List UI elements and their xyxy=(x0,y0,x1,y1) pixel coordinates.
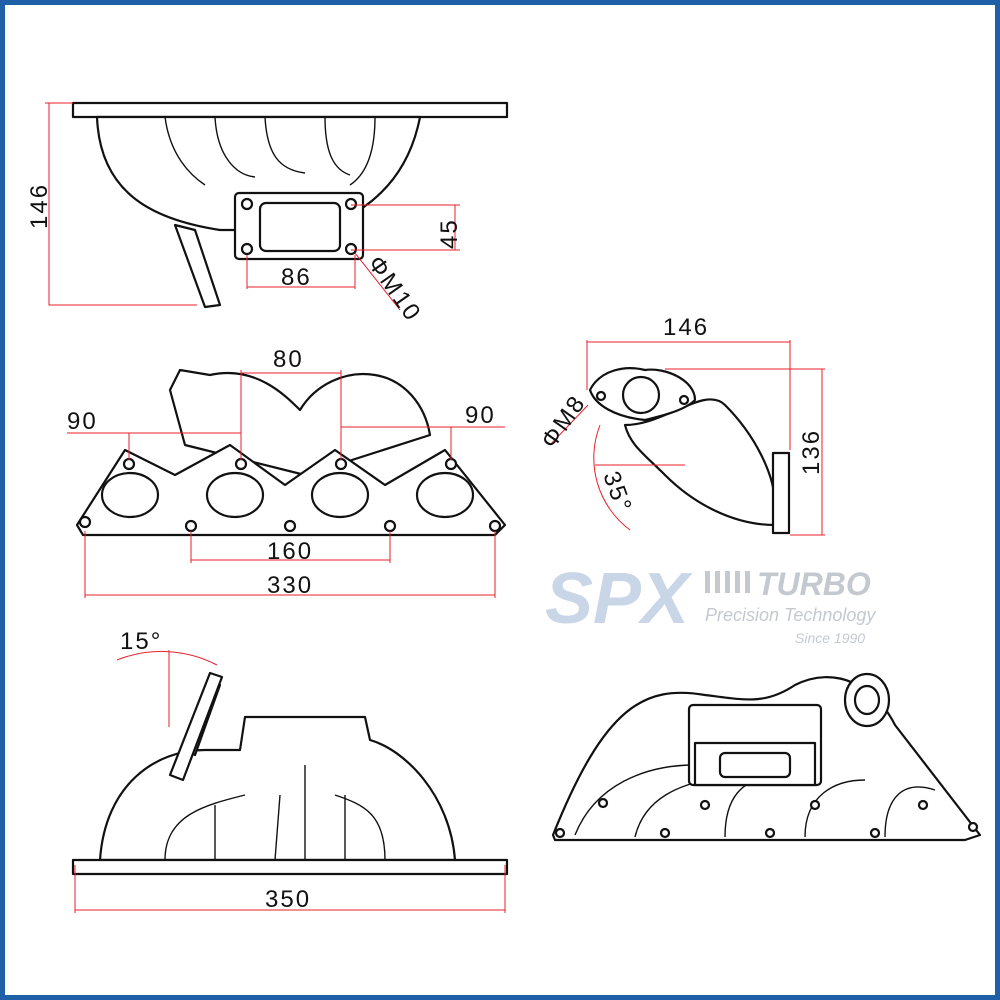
front-center-spacing-label: 80 xyxy=(273,346,304,373)
top-flange-width-label: 86 xyxy=(281,264,312,291)
top-view: 146 45 86 ΦM10 xyxy=(26,101,509,327)
watermark-stripes-icon xyxy=(705,571,750,593)
side-view: 146 136 ΦM8 35° xyxy=(536,314,825,536)
top-height-label: 146 xyxy=(26,183,53,229)
front-bolt-spacing-label: 160 xyxy=(267,538,313,565)
front-left-spacing-label: 90 xyxy=(67,408,98,435)
front-overall-width-label: 330 xyxy=(267,572,313,599)
watermark-sub: TURBO xyxy=(757,566,871,602)
side-angle-label: 35° xyxy=(597,468,637,517)
rear-view: 15° 350 xyxy=(71,628,509,913)
watermark-since: Since 1990 xyxy=(795,630,865,646)
top-bolt-label: ΦM10 xyxy=(362,251,426,327)
side-height-label: 136 xyxy=(798,429,825,475)
watermark-brand: SPX xyxy=(545,559,693,639)
isometric-view xyxy=(551,672,982,842)
technical-drawing: 146 45 86 ΦM10 80 90 90 160 330 146 136 … xyxy=(26,101,982,913)
rear-overall-width-label: 350 xyxy=(265,886,311,913)
top-flange-height-label: 45 xyxy=(436,218,463,249)
side-width-label: 146 xyxy=(663,314,709,341)
rear-angle-label: 15° xyxy=(120,628,162,655)
watermark-tagline: Precision Technology xyxy=(705,605,876,625)
front-right-spacing-label: 90 xyxy=(465,402,496,429)
front-view: 80 90 90 160 330 xyxy=(67,346,507,599)
watermark: SPX TURBO Precision Technology Since 199… xyxy=(545,559,876,646)
side-bolt-label: ΦM8 xyxy=(536,390,592,453)
